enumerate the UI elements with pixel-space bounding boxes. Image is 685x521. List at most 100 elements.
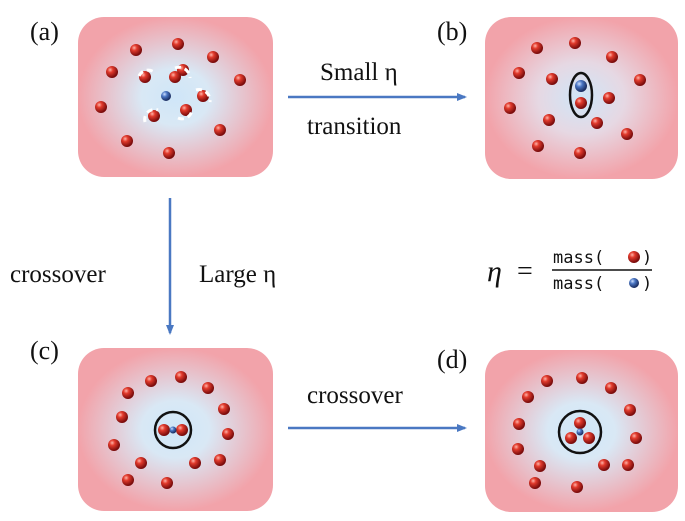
red-particle	[108, 439, 120, 451]
arrow-a-to-c: crossover Large η	[10, 198, 276, 335]
panel-a	[78, 17, 273, 177]
red-particle	[234, 74, 246, 86]
red-particle	[161, 477, 173, 489]
panel-a-trajectories	[137, 65, 212, 123]
red-particle	[135, 457, 147, 469]
red-particle	[622, 459, 634, 471]
denominator-blue-particle	[629, 278, 639, 288]
red-particle	[606, 51, 618, 63]
trajectory-arc	[137, 68, 155, 77]
red-particle	[180, 104, 192, 116]
red-particle	[529, 477, 541, 489]
arrow-a-to-b-label-2: transition	[307, 113, 402, 140]
red-particle	[513, 418, 525, 430]
red-particle	[571, 481, 583, 493]
panel-b	[485, 17, 678, 179]
blue-particle	[576, 428, 584, 436]
arrow-a-to-b: Small η transition	[288, 59, 467, 140]
red-particle	[634, 74, 646, 86]
red-particle	[207, 51, 219, 63]
red-particle	[574, 417, 586, 429]
red-particle	[543, 114, 555, 126]
red-particle	[175, 371, 187, 383]
red-particle	[130, 44, 142, 56]
panel-b-particles	[504, 37, 646, 159]
trajectory-arc	[195, 88, 212, 103]
red-particle	[591, 117, 603, 129]
red-particle	[583, 432, 595, 444]
red-particle	[106, 66, 118, 78]
bound-pair-outline	[568, 71, 594, 119]
red-particle	[122, 387, 134, 399]
trajectory-arc	[177, 109, 194, 121]
panel-label-c: (c)	[30, 336, 59, 365]
red-particle	[214, 124, 226, 136]
red-particle	[522, 391, 534, 403]
eta-definition: η = mass( ) mass( )	[487, 248, 652, 294]
red-particle	[176, 424, 188, 436]
bound-cluster-outline	[557, 409, 603, 455]
red-particle	[630, 432, 642, 444]
blue-particle	[169, 426, 177, 434]
red-particle	[222, 428, 234, 440]
arrow-c-to-d-label: crossover	[307, 382, 403, 409]
red-particle	[546, 73, 558, 85]
red-particle	[512, 443, 524, 455]
red-particle	[565, 432, 577, 444]
red-particle	[122, 474, 134, 486]
fraction-denominator: mass(	[553, 274, 604, 294]
red-particle	[575, 97, 587, 109]
eta-equals: =	[517, 256, 533, 287]
panel-c	[78, 348, 273, 511]
small-eta-text: Small η	[320, 59, 398, 86]
numerator-red-particle	[628, 251, 640, 263]
trajectory-arc	[174, 65, 192, 79]
red-particle	[532, 140, 544, 152]
red-particle	[576, 372, 588, 384]
red-particle	[148, 110, 160, 122]
blue-particle	[575, 80, 587, 92]
panel-d-particles	[512, 372, 642, 493]
red-particle	[513, 67, 525, 79]
fraction-numerator: mass(	[553, 248, 604, 268]
panel-c-particles	[108, 371, 234, 489]
arrow-a-to-c-right-label: Large η	[199, 261, 276, 288]
red-particle	[603, 92, 615, 104]
arrow-a-to-c-left-label: crossover	[10, 261, 106, 288]
red-particle	[145, 375, 157, 387]
red-particle	[621, 128, 633, 140]
panel-label-d: (d)	[437, 345, 467, 374]
red-particle	[172, 38, 184, 50]
panel-label-a: (a)	[30, 17, 59, 46]
red-particle	[574, 147, 586, 159]
eta-symbol: η	[487, 255, 502, 288]
red-particle	[189, 457, 201, 469]
panel-d	[485, 350, 678, 512]
fraction-denominator-close: )	[642, 274, 652, 294]
red-particle	[214, 454, 226, 466]
red-particle	[541, 375, 553, 387]
red-particle	[504, 102, 516, 114]
red-particle	[116, 411, 128, 423]
red-particle	[531, 42, 543, 54]
red-particle	[624, 404, 636, 416]
fraction-numerator-close: )	[642, 248, 652, 268]
red-particle	[218, 403, 230, 415]
panel-label-b: (b)	[437, 17, 467, 46]
bound-cluster-outline	[153, 410, 193, 450]
arrow-c-to-d: crossover	[288, 382, 467, 432]
red-particle	[95, 101, 107, 113]
red-particle	[598, 459, 610, 471]
red-particle	[569, 37, 581, 49]
red-particle	[163, 147, 175, 159]
blue-particle	[161, 91, 171, 101]
red-particle	[202, 382, 214, 394]
red-particle	[121, 135, 133, 147]
red-particle	[534, 460, 546, 472]
trajectory-arc	[143, 107, 159, 123]
red-particle	[169, 71, 181, 83]
red-particle	[158, 424, 170, 436]
red-particle	[605, 382, 617, 394]
arrow-a-to-b-label-1: Small η	[320, 59, 398, 86]
